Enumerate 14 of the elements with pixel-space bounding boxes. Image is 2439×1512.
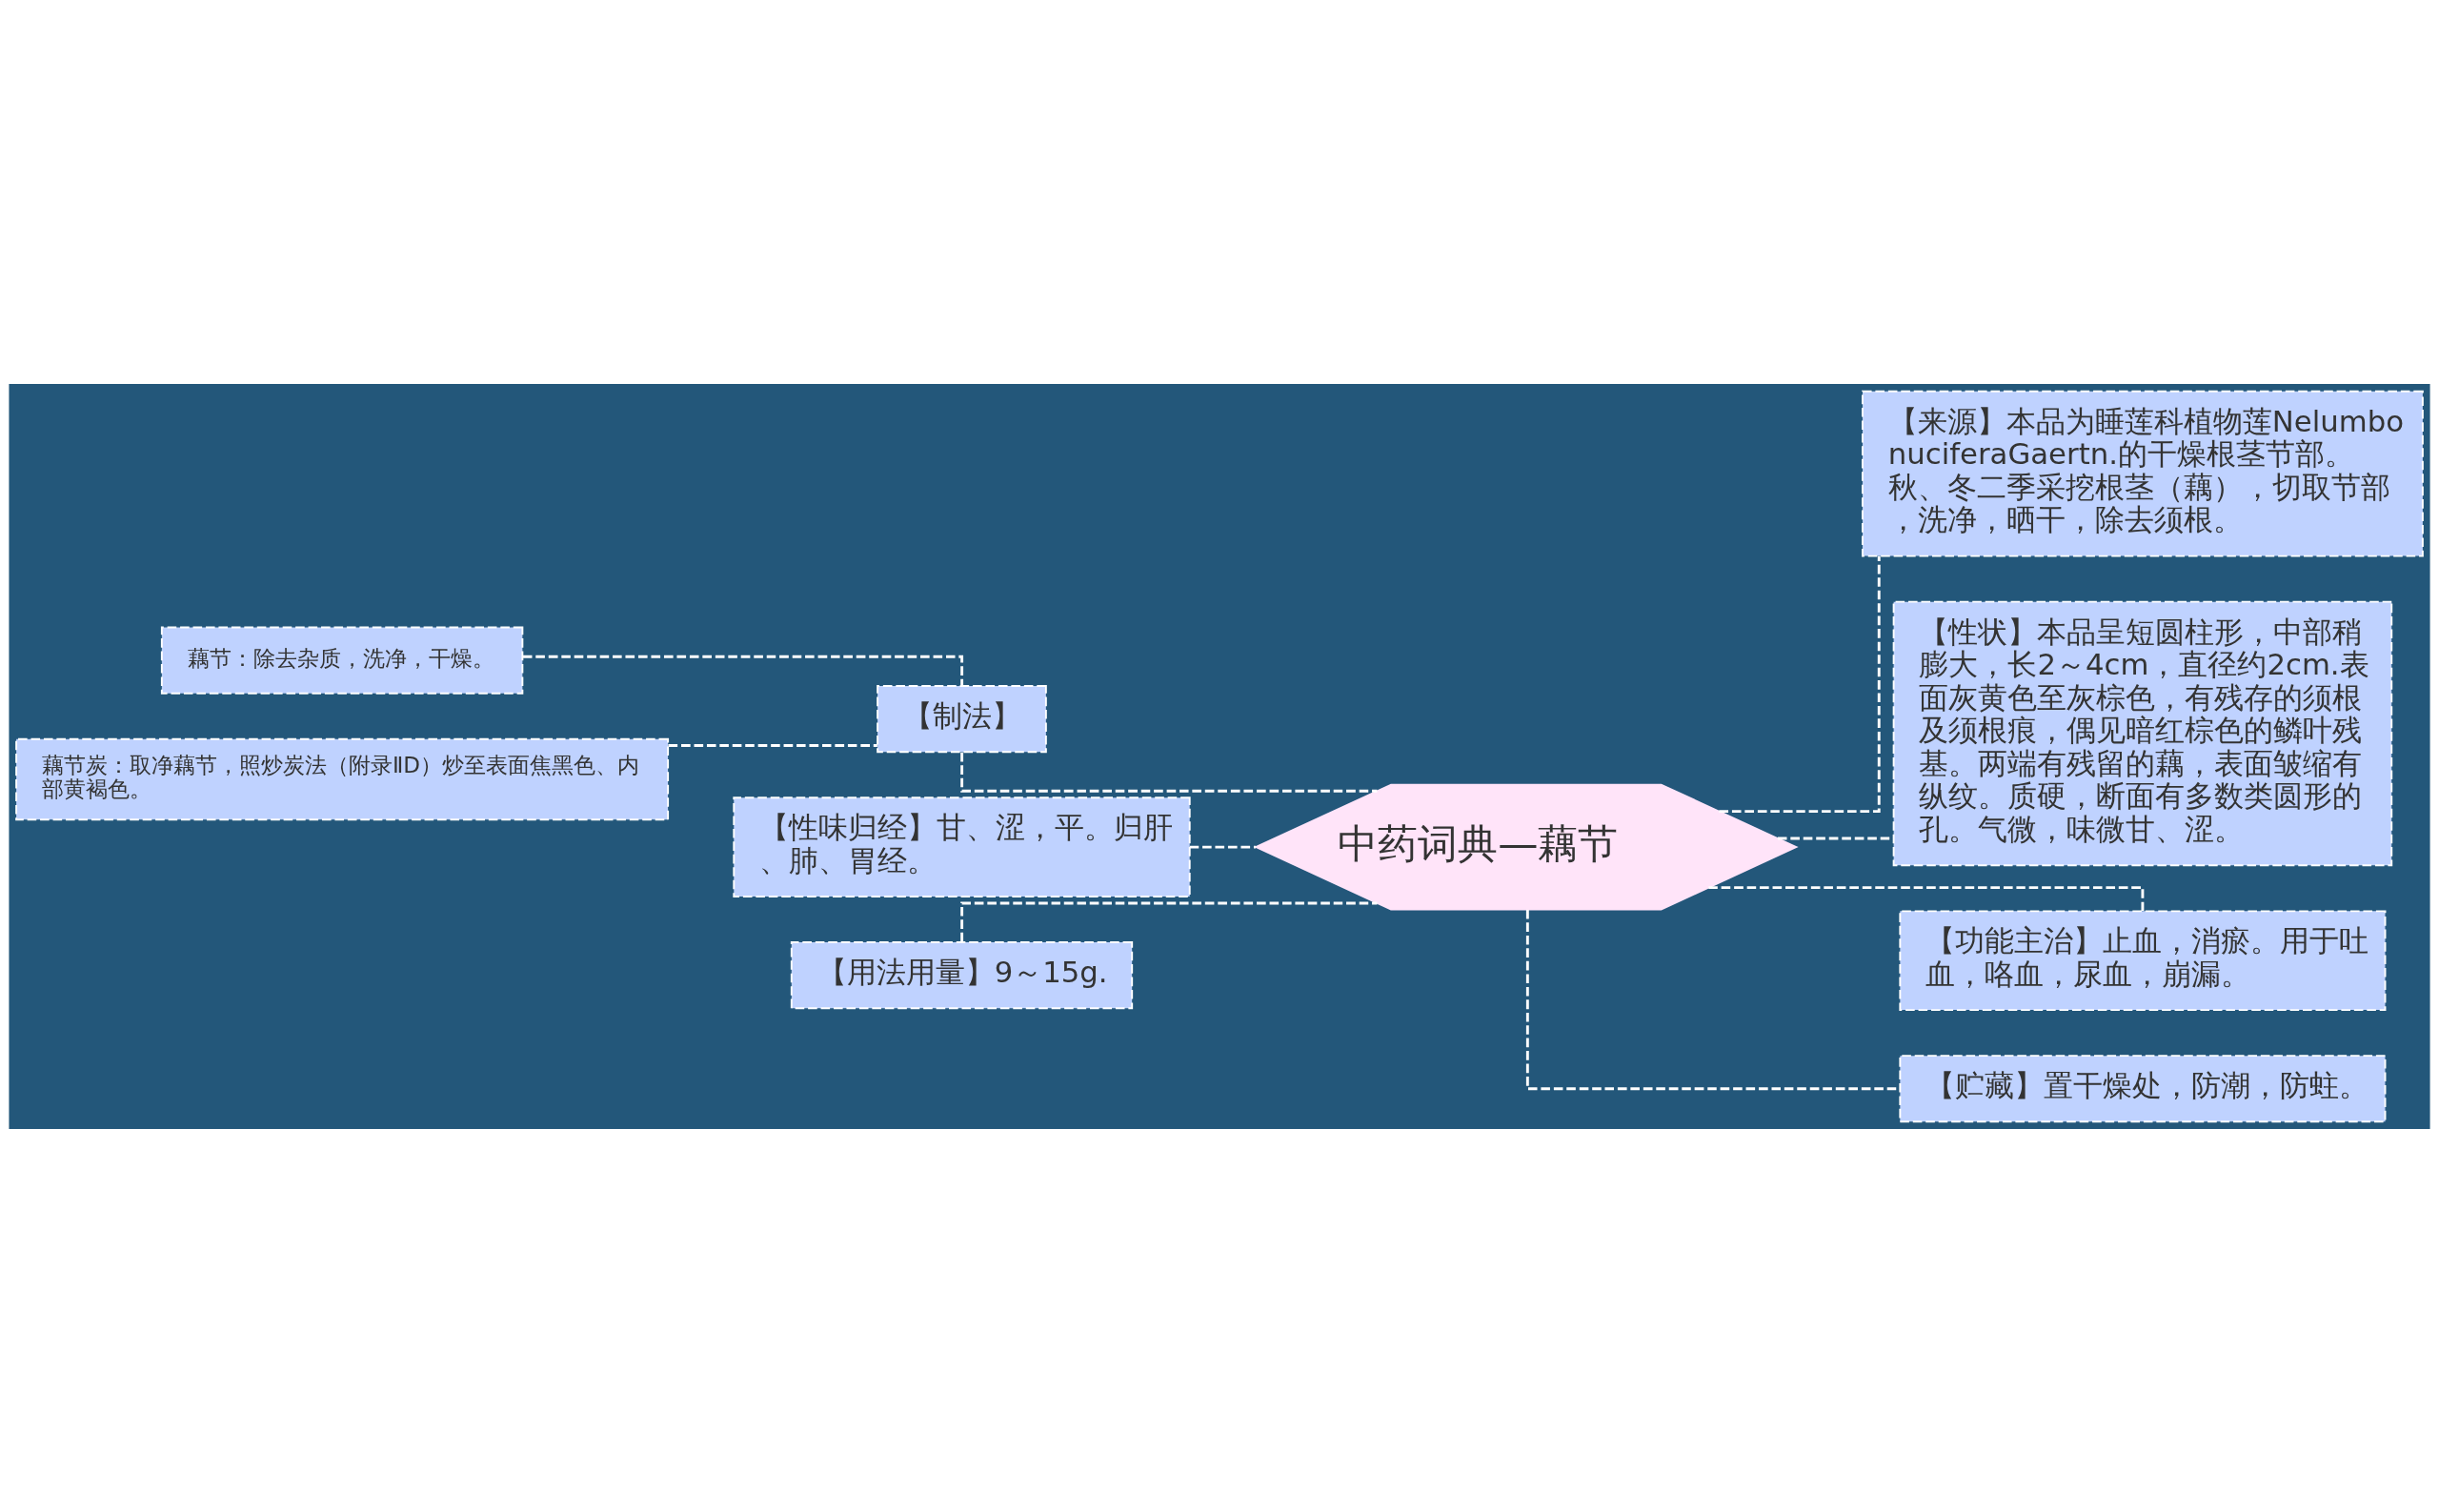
connector [1189, 845, 1256, 849]
node-box: 【用法用量】9～15g. [790, 940, 1134, 1009]
node-box: 藕节炭：取净藕节，照炒炭法（附录ⅡD）炒至表面焦黑色、内部黄褐色。 [15, 737, 670, 820]
connector [668, 743, 877, 747]
node-box: 【贮藏】置干燥处，防潮，防蛀。 [1899, 1054, 2387, 1122]
node-box: 【制法】 [877, 684, 1047, 753]
connector [960, 901, 1378, 941]
connector [1719, 555, 1881, 813]
node-box: 【性状】本品呈短圆柱形，中部稍膨大，长2～4cm，直径约2cm.表面灰黄色至灰棕色，有残存的须根及须根痕，偶见暗红棕色的鳞叶残基。两端有残留的藕，表面皱缩有纵纹。质硬，断面有多数类圆形的孔。气微，味微甘、涩。 [1892, 600, 2393, 866]
connector [960, 752, 1378, 793]
node-box: 【性味归经】甘、涩，平。归肝、肺、胃经。 [733, 796, 1191, 897]
node-box: 藕节：除去杂质，洗净，干燥。 [160, 626, 524, 695]
node-box: 【功能主治】止血，消瘀。用于吐血，咯血，尿血，崩漏。 [1899, 909, 2387, 1011]
node-box: 【来源】本品为睡莲科植物莲NelumbonuciferaGaertn.的干燥根茎节部。秋、冬二季采挖根茎（藕），切取节部，洗净，晒干，除去须根。 [1862, 390, 2424, 557]
